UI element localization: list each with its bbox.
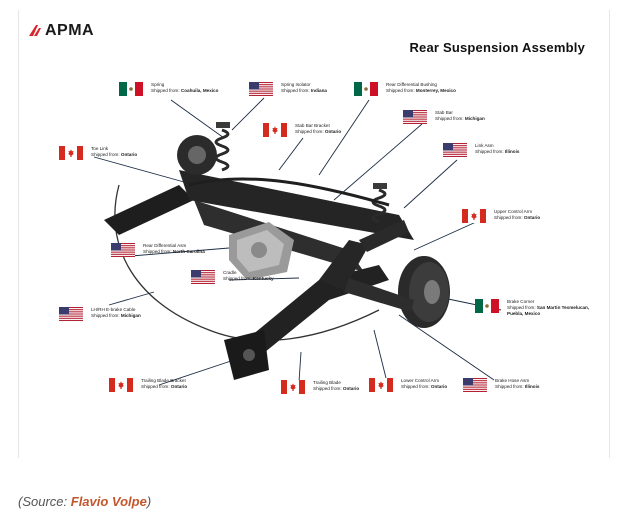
part-origin: North Carolina: [172, 249, 205, 255]
usa-flag-icon: [463, 378, 487, 392]
part-name: Link Asm: [475, 143, 494, 148]
source-caption: (Source: Flavio Volpe): [18, 494, 151, 509]
part-name: Trailing Blade: [313, 380, 341, 385]
shipped-from-label: Shipped from:: [401, 384, 430, 390]
part-name: Brake Hose Asm: [495, 378, 530, 383]
part-name: Rear Differential Asm: [143, 243, 187, 248]
part-origin: Monterrey, Mexico: [415, 88, 456, 94]
apma-logo: APMA: [29, 22, 94, 40]
part-name: Upper Control Arm: [494, 209, 533, 214]
source-prefix: (Source:: [18, 494, 71, 509]
shipped-from-label: Shipped from:: [313, 386, 342, 392]
canada-flag-icon: [109, 378, 133, 392]
part-origin: Illinois: [504, 149, 520, 155]
stab-bar-shape: [188, 177, 390, 207]
part-label-brake-corner: Brake Corner Shipped from: San Martin Te…: [475, 299, 591, 318]
part-name: Rear Differential Bushing: [386, 82, 437, 87]
part-label-stab-bar: Stab Bar Shipped from: Michigan: [403, 110, 485, 124]
part-name: Stab Bar: [435, 110, 453, 115]
infographic-slide: APMA Rear Suspension Assembly: [18, 10, 610, 458]
part-name: Spring Isolator: [281, 82, 311, 87]
differential-shape: [229, 222, 294, 280]
canada-flag-icon: [369, 378, 393, 392]
part-label-upper-control-arm: Upper Control Arm Shipped from: Ontario: [462, 209, 540, 223]
usa-flag-icon: [111, 243, 135, 257]
part-label-stab-bar-bracket: Stab Bar Bracket Shipped from: Ontario: [263, 123, 341, 137]
part-label-rear-diff-bushing: Rear Differential Bushing Shipped from: …: [354, 82, 456, 96]
part-label-lower-control-arm: Lower Control Arm Shipped from: Ontario: [369, 378, 447, 392]
part-origin: Michigan: [464, 116, 485, 122]
shipped-from-label: Shipped from:: [386, 88, 415, 94]
part-origin: Coahuila, Mexico: [180, 88, 219, 94]
right-spring-shape: [371, 188, 387, 224]
upper-control-arm-shape: [359, 220, 409, 252]
part-origin: Indiana: [310, 88, 327, 94]
usa-flag-icon: [59, 307, 83, 321]
usa-flag-icon: [249, 82, 273, 96]
shipped-from-label: Shipped from:: [143, 249, 172, 255]
part-origin: Illinois: [524, 384, 540, 390]
part-name: Cradle: [223, 270, 237, 275]
shipped-from-label: Shipped from:: [295, 129, 324, 135]
source-suffix: ): [146, 494, 152, 509]
shipped-from-label: Shipped from:: [475, 149, 504, 155]
logo-text: APMA: [45, 22, 95, 39]
ebrake-cable-shape: [114, 184, 380, 342]
apma-logo-icon: [29, 25, 41, 36]
canada-flag-icon: [462, 209, 486, 223]
brake-corner-shape: [398, 256, 450, 328]
mexico-flag-icon: [354, 82, 378, 96]
part-name: Lower Control Arm: [401, 378, 440, 383]
shipped-from-label: Shipped from:: [494, 215, 523, 221]
part-label-trailing-blade-bracket: Trailing Blade Bracket Shipped from: Ont…: [109, 378, 187, 392]
part-origin: Michigan: [120, 313, 141, 319]
part-label-trailing-blade: Trailing Blade Shipped from: Ontario: [281, 380, 359, 394]
part-label-rear-diff-asm: Rear Differential Asm Shipped from: Nort…: [111, 243, 205, 257]
part-origin: Ontario: [342, 386, 360, 392]
part-name: Brake Corner: [507, 299, 535, 304]
part-label-link-asm: Link Asm Shipped from: Illinois: [443, 143, 519, 157]
part-origin: Ontario: [120, 152, 138, 158]
part-name: Spring: [151, 82, 165, 87]
part-label-spring-isolator: Spring Isolator Shipped from: Indiana: [249, 82, 327, 96]
part-name: Trailing Blade Bracket: [141, 378, 186, 383]
shipped-from-label: Shipped from:: [495, 384, 524, 390]
part-label-cradle: Cradle Shipped from: Kentucky: [191, 270, 274, 284]
shipped-from-label: Shipped from:: [281, 88, 310, 94]
part-origin: Kentucky: [252, 276, 274, 282]
left-spring-shape: [214, 128, 230, 172]
part-name: Toe Link: [91, 146, 109, 151]
part-name: LH/RH E-brake Cable: [91, 307, 136, 312]
part-label-spring: Spring Shipped from: Coahuila, Mexico: [119, 82, 218, 96]
shipped-from-label: Shipped from:: [435, 116, 464, 122]
suspension-diagram: [93, 97, 502, 386]
part-name: Stab Bar Bracket: [295, 123, 330, 128]
shipped-from-label: Shipped from:: [91, 152, 120, 158]
canada-flag-icon: [263, 123, 287, 137]
mexico-flag-icon: [119, 82, 143, 96]
part-origin: Ontario: [523, 215, 541, 221]
part-label-brake-hose-asm: Brake Hose Asm Shipped from: Illinois: [463, 378, 539, 392]
canada-flag-icon: [281, 380, 305, 394]
shipped-from-label: Shipped from:: [223, 276, 252, 282]
mexico-flag-icon: [475, 299, 499, 313]
diagram-title: Rear Suspension Assembly: [409, 40, 585, 55]
part-origin: Ontario: [170, 384, 188, 390]
shipped-from-label: Shipped from:: [141, 384, 170, 390]
usa-flag-icon: [191, 270, 215, 284]
part-label-toe-link: Toe Link Shipped from: Ontario: [59, 146, 137, 160]
canada-flag-icon: [59, 146, 83, 160]
trailing-blade-shape: [104, 185, 194, 235]
shipped-from-label: Shipped from:: [507, 305, 536, 311]
part-origin: Ontario: [430, 384, 448, 390]
shipped-from-label: Shipped from:: [91, 313, 120, 319]
part-origin: Ontario: [324, 129, 342, 135]
usa-flag-icon: [443, 143, 467, 157]
part-origin: San Martin Texmelucan, Puebla, Mexico: [507, 305, 590, 317]
cradle-shape: [179, 170, 414, 240]
shipped-from-label: Shipped from:: [151, 88, 180, 94]
part-label-ebrake-cable: LH/RH E-brake Cable Shipped from: Michig…: [59, 307, 141, 321]
usa-flag-icon: [403, 110, 427, 124]
source-link[interactable]: Flavio Volpe: [70, 494, 147, 509]
